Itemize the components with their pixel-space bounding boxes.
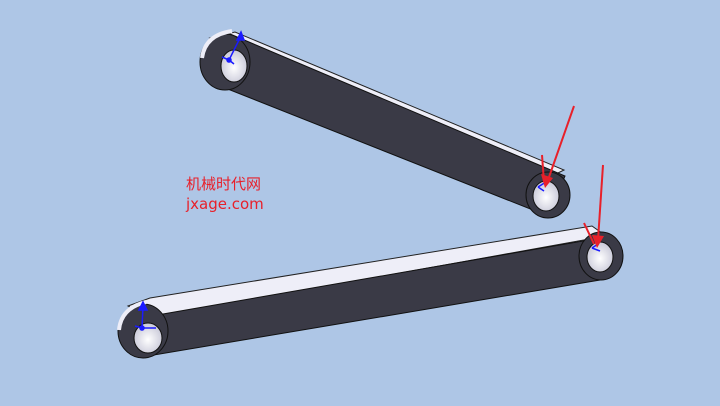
- upper-link-left-hole[interactable]: [220, 49, 248, 83]
- upper-link-left-end-rim: [200, 29, 233, 59]
- upper-link[interactable]: [199, 29, 571, 219]
- triad-upper-left: [221, 30, 246, 65]
- watermark-site-name: 机械时代网: [186, 175, 262, 193]
- lower-link-right-hole[interactable]: [586, 241, 614, 273]
- triad-lower-left: [134, 300, 156, 331]
- arrow-upper-right-hole: [541, 105, 575, 188]
- arrow-lower-right-hole: [583, 164, 604, 248]
- lower-link[interactable]: [117, 225, 624, 359]
- watermark-site-url: jxage.com: [186, 195, 264, 213]
